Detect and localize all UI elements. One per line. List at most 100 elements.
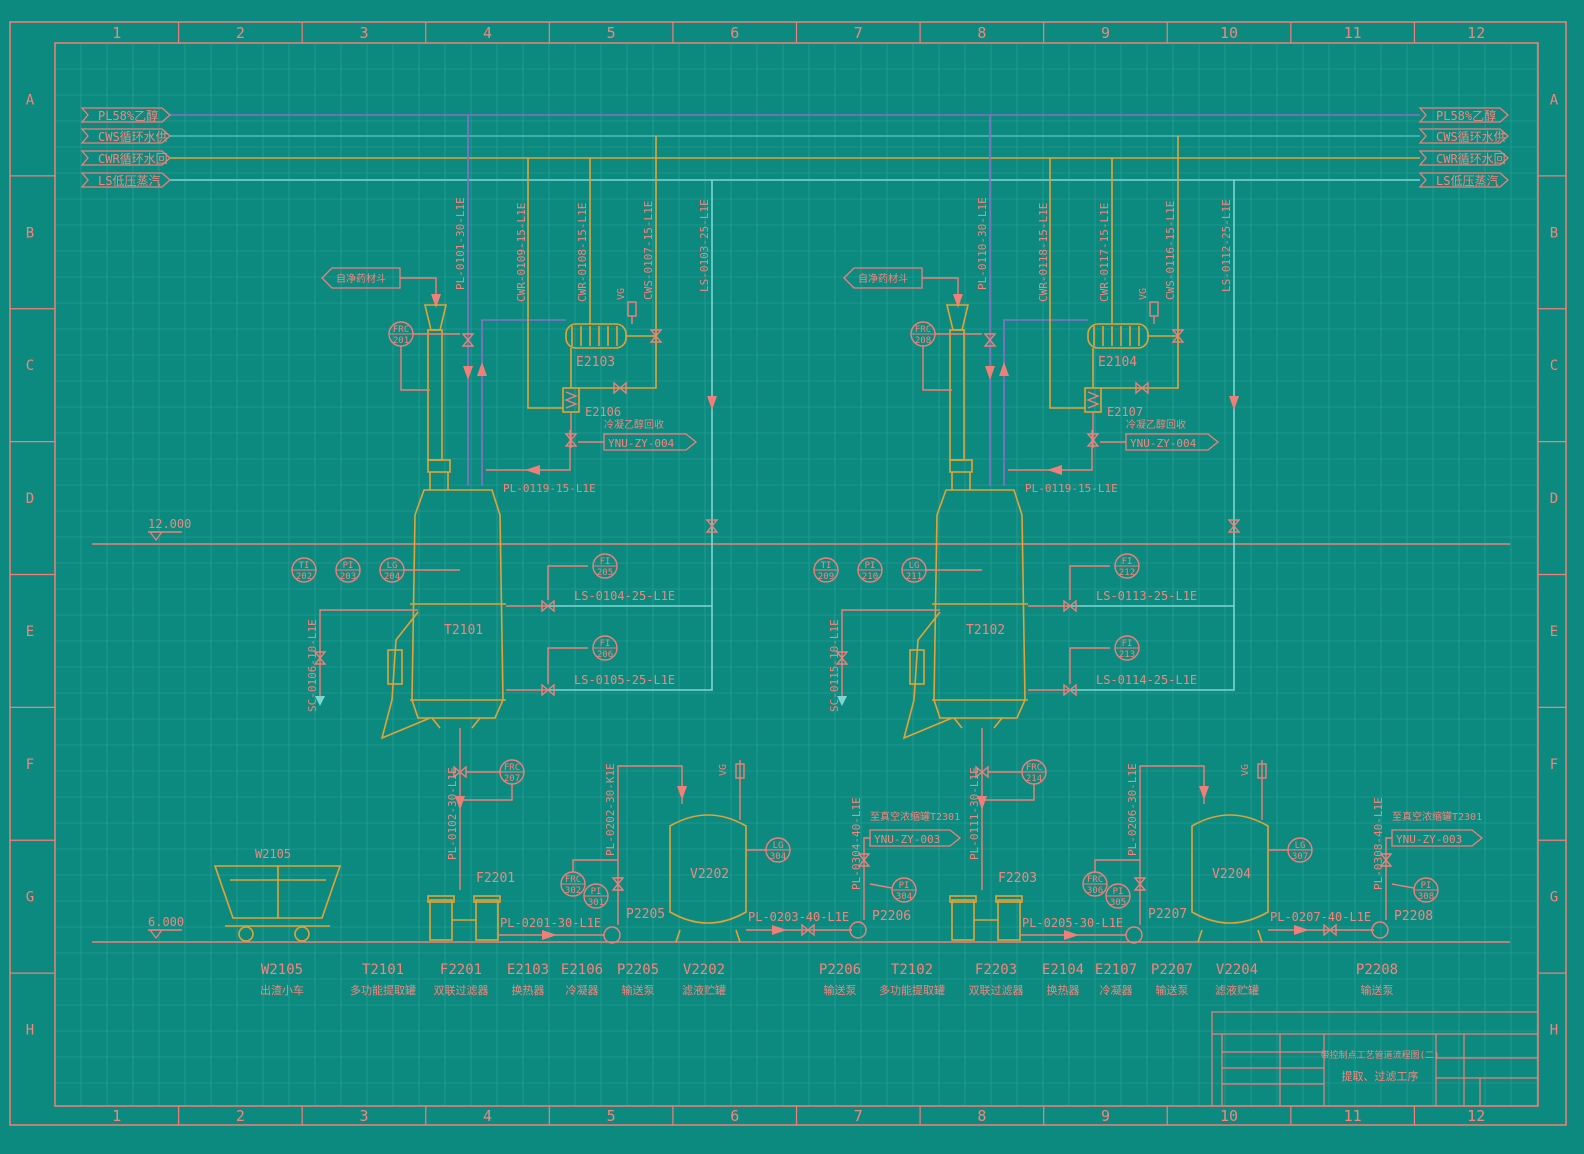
svg-text:206: 206 (597, 650, 613, 660)
pipe-label: PL-0101-30-L1E (454, 197, 467, 290)
row-label-left: E (26, 624, 34, 640)
utility-tag-left: PL58%乙醇 (80, 107, 171, 123)
filter-tag: F2201 (476, 871, 515, 886)
pipe-label: LS-0105-25-L1E (574, 673, 675, 687)
col-label-bottom: 8 (977, 1107, 986, 1125)
row-label-left: D (26, 491, 34, 507)
offpage-tag: YNU-ZY-004 (1125, 433, 1220, 451)
row-label-right: E (1550, 624, 1558, 640)
vent-label: VG (718, 764, 729, 776)
legend-tag: E2103 (507, 962, 549, 978)
vessel-tag: V2202 (690, 867, 729, 882)
pipe-label: CWS-0107-15-L1E (642, 201, 655, 300)
row-label-right: G (1550, 890, 1558, 906)
svg-text:305: 305 (1110, 898, 1126, 908)
svg-text:PI: PI (343, 561, 354, 571)
equipment-legend: W2105出渣小车T2101多功能提取罐F2201双联过滤器E2103换热器E2… (260, 962, 1398, 997)
svg-text:LG: LG (773, 841, 784, 851)
pipe-label: CWR-0118-15-L1E (1037, 203, 1050, 302)
elevation-mark-lower: 6.000 (148, 915, 184, 939)
pump-tag: P2205 (626, 907, 665, 922)
vent-label: VG (1138, 288, 1149, 300)
pipe-label: CWR-0117-15-L1E (1098, 203, 1111, 302)
svg-text:PI: PI (591, 887, 602, 897)
row-label-left: F (26, 757, 34, 773)
svg-text:308: 308 (1418, 892, 1434, 902)
pipe-label: PL-0102-30-L1E (446, 767, 459, 860)
recover-label: 冷凝乙醇回收 (1126, 418, 1186, 431)
cart-tag: W2105 (255, 847, 291, 861)
svg-text:自净药材斗: 自净药材斗 (858, 272, 908, 285)
title-block: 带控制点工艺管道流程图(二) 提取、过滤工序 (1211, 1011, 1539, 1107)
svg-text:304: 304 (896, 892, 912, 902)
legend-name: 双联过滤器 (969, 984, 1024, 997)
utility-tag-left: CWS循环水供 (80, 128, 171, 144)
pipe-label: PL-0203-40-L1E (748, 910, 849, 924)
svg-text:301: 301 (588, 898, 604, 908)
legend-name: 多功能提取罐 (879, 983, 945, 997)
svg-text:FRC: FRC (565, 875, 581, 885)
row-label-right: C (1550, 358, 1558, 374)
extraction-unit-left: 自净药材斗T2101PL-0101-30-L1EPL-0119-15-L1EFR… (291, 115, 962, 944)
legend-name: 出渣小车 (260, 983, 304, 997)
svg-text:FI: FI (600, 557, 611, 567)
svg-text:209: 209 (818, 572, 834, 582)
col-label-bottom: 3 (359, 1107, 368, 1125)
utility-tag-left: CWR循环水回 (80, 150, 171, 166)
svg-text:PI: PI (1113, 887, 1124, 897)
row-label-left: G (26, 890, 34, 906)
svg-text:PL58%乙醇: PL58%乙醇 (1436, 108, 1496, 123)
pump-tag: P2208 (1394, 909, 1433, 924)
pipe-label: PL-0308-40-L1E (1372, 797, 1385, 890)
pump-tag: P2206 (872, 909, 911, 924)
legend-name: 冷凝器 (1100, 983, 1133, 997)
legend-tag: P2208 (1356, 962, 1398, 978)
vent-label: VG (1240, 764, 1251, 776)
svg-text:LG: LG (909, 561, 920, 571)
svg-text:自净药材斗: 自净药材斗 (336, 272, 386, 285)
svg-text:202: 202 (296, 572, 312, 582)
svg-text:YNU-ZY-003: YNU-ZY-003 (1396, 833, 1462, 846)
svg-text:203: 203 (340, 572, 356, 582)
svg-text:207: 207 (504, 774, 520, 784)
legend-tag: E2106 (561, 962, 603, 978)
utility-tag-right: CWS循环水供 (1418, 128, 1509, 144)
pipe-label: PL-0207-40-L1E (1270, 910, 1371, 924)
legend-tag: P2207 (1151, 962, 1193, 978)
legend-tag: F2203 (975, 962, 1017, 978)
col-label-bottom: 2 (236, 1107, 245, 1125)
svg-text:205: 205 (597, 568, 613, 578)
svg-text:214: 214 (1026, 774, 1042, 784)
pipe-label: PL-0119-15-L1E (1025, 482, 1118, 495)
pipe-label: LS-0113-25-L1E (1096, 589, 1197, 603)
row-label-left: H (26, 1023, 34, 1039)
col-label-top: 5 (607, 24, 616, 42)
offpage-tag: YNU-ZY-003 (869, 829, 962, 847)
pipe-label: SC-0115-10-L1E (828, 619, 841, 712)
svg-text:TI: TI (299, 561, 310, 571)
legend-name: 双联过滤器 (434, 984, 489, 997)
row-label-right: D (1550, 491, 1558, 507)
col-label-bottom: 5 (607, 1107, 616, 1125)
col-label-bottom: 12 (1467, 1107, 1485, 1125)
svg-text:208: 208 (915, 336, 931, 346)
svg-text:FRC: FRC (393, 325, 409, 335)
svg-text:CWS循环水供: CWS循环水供 (1436, 130, 1506, 144)
legend-name: 换热器 (512, 983, 545, 997)
svg-text:306: 306 (1087, 886, 1103, 896)
pipe-label: PL-0205-30-L1E (1022, 916, 1123, 930)
